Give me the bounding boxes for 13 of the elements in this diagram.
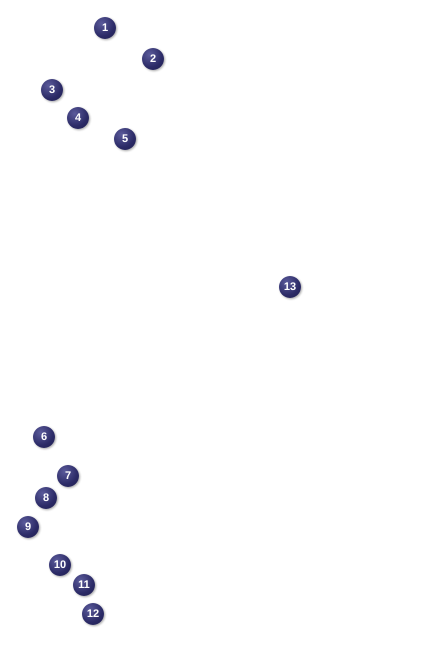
callout-number: 7 bbox=[57, 465, 79, 487]
callout-number: 5 bbox=[114, 128, 136, 150]
callout-number: 11 bbox=[73, 574, 95, 596]
callout-number: 3 bbox=[41, 79, 63, 101]
callout-number: 13 bbox=[279, 276, 301, 298]
callout-number: 2 bbox=[142, 48, 164, 70]
callout-number: 6 bbox=[33, 426, 55, 448]
callout-number: 10 bbox=[49, 554, 71, 576]
callout-number: 8 bbox=[35, 487, 57, 509]
callout-number: 4 bbox=[67, 107, 89, 129]
callout-number: 12 bbox=[82, 603, 104, 625]
callout-number: 1 bbox=[94, 17, 116, 39]
callout-number: 9 bbox=[17, 516, 39, 538]
